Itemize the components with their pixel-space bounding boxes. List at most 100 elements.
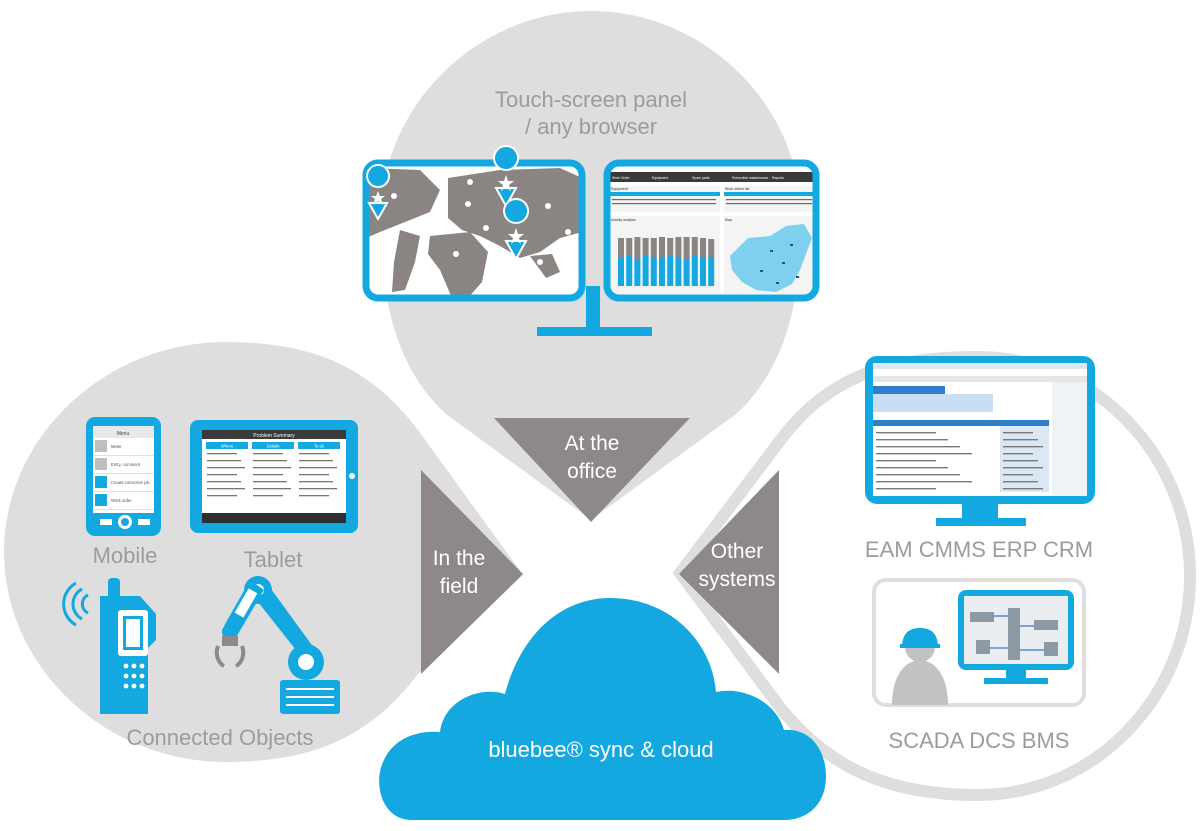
eam-text-line xyxy=(1003,488,1043,490)
office-title-line1: Touch-screen panel xyxy=(494,87,687,112)
eam-text-line xyxy=(876,460,936,462)
mini-bar xyxy=(642,255,649,286)
eam-text-line xyxy=(1003,432,1033,434)
tablet-text-line xyxy=(207,467,245,469)
china-map-icon xyxy=(730,224,812,292)
dashboard-tab: Work Order xyxy=(612,176,630,180)
eam-text-line xyxy=(876,446,960,448)
mini-bar xyxy=(659,258,665,286)
eam-text-line xyxy=(1003,460,1038,462)
eam-text-line xyxy=(1003,446,1043,448)
tablet-text-line xyxy=(299,460,333,462)
cloud-label: bluebee® sync & cloud xyxy=(488,737,714,762)
office-connector-line2: office xyxy=(567,460,617,483)
mini-bar xyxy=(691,256,698,286)
scada-label: SCADA DCS BMS xyxy=(888,728,1070,753)
bar-chart-icon xyxy=(618,237,715,286)
mini-bar xyxy=(626,238,633,256)
tablet-text-line xyxy=(299,481,333,483)
menu-divider xyxy=(93,455,154,456)
tablet-text-line xyxy=(207,453,237,455)
eam-label: EAM CMMS ERP CRM xyxy=(864,537,1094,562)
tablet-text-line xyxy=(299,467,337,469)
tablet-column-header xyxy=(252,442,294,449)
tablet-text-line xyxy=(253,481,287,483)
robot-arm-icon xyxy=(214,576,340,714)
mini-bar xyxy=(618,258,624,286)
office-zone xyxy=(381,11,801,520)
eam-text-line xyxy=(876,488,936,490)
mini-bar xyxy=(650,257,657,286)
tablet-text-line xyxy=(253,467,291,469)
systems-connector-line1: Other xyxy=(710,540,764,563)
tablet-text-line xyxy=(207,488,245,490)
eam-monitor-icon xyxy=(865,356,1095,526)
mini-bar xyxy=(650,238,657,257)
tablet-column-label: To do xyxy=(314,444,325,449)
mobile-menu-title: Menu xyxy=(117,431,130,437)
mini-bar xyxy=(667,256,674,286)
location-pin-icon xyxy=(366,145,530,262)
office-connector-line1: At the xyxy=(564,432,620,455)
menu-item-icon xyxy=(95,494,107,506)
eam-text-line xyxy=(876,432,936,434)
panel-title-work-orders: Work orders list xyxy=(725,187,749,191)
field-connector xyxy=(421,470,523,674)
tablet-column-header xyxy=(298,442,340,449)
tablet-text-line xyxy=(207,481,241,483)
dashboard-tab: Reports xyxy=(772,176,784,180)
mobile-label: Mobile xyxy=(92,543,158,568)
mini-bar xyxy=(700,258,706,286)
systems-connector xyxy=(679,470,779,674)
handheld-device-icon xyxy=(100,578,156,714)
tablet-text-line xyxy=(253,460,287,462)
tablet-text-line xyxy=(299,453,329,455)
tablet-column-header xyxy=(206,442,248,449)
office-connector xyxy=(494,418,690,522)
menu-item-icon xyxy=(95,440,107,452)
tablet-text-line xyxy=(207,474,237,476)
eam-text-line xyxy=(876,467,948,469)
field-connector-line1: In the xyxy=(432,547,486,570)
connected-objects-label: Connected Objects xyxy=(126,725,314,750)
mini-bar xyxy=(667,238,674,256)
eam-text-line xyxy=(1003,467,1043,469)
tablet-text-line xyxy=(299,474,329,476)
systems-connector-label: Other systems xyxy=(690,538,784,594)
tablet-text-line xyxy=(299,495,329,497)
menu-item-label: Create corrective job xyxy=(111,480,150,485)
mini-bar xyxy=(675,257,682,286)
tablet-text-line xyxy=(253,495,283,497)
mini-bar xyxy=(708,239,715,257)
mini-bar xyxy=(618,238,624,258)
tablet-text-line xyxy=(253,488,291,490)
mini-bar xyxy=(700,238,706,258)
mini-bar xyxy=(683,259,690,286)
monitor-icon xyxy=(537,286,652,336)
mini-bar xyxy=(634,237,641,259)
office-title: Touch-screen panel / any browser xyxy=(440,86,742,140)
mini-bar xyxy=(634,259,641,286)
menu-item-icon xyxy=(95,458,107,470)
tablet-column-label: Details xyxy=(267,444,280,449)
eam-text-line xyxy=(1003,439,1038,441)
mini-bar xyxy=(659,237,665,258)
dashboard-tab: Equipment xyxy=(652,176,668,180)
tablet-title: Problem Summary xyxy=(253,433,295,439)
office-title-line2: / any browser xyxy=(524,114,658,139)
wireless-signal-icon xyxy=(62,581,89,627)
operator-icon xyxy=(892,628,948,705)
panel-title-equipment: Equipment xyxy=(611,187,628,191)
world-map-icon xyxy=(362,145,586,302)
menu-item-icon xyxy=(95,476,107,488)
dashboard-tab: Preventive maintenance xyxy=(732,176,768,180)
office-connector-label: At the office xyxy=(542,430,642,486)
tablet-text-line xyxy=(253,474,283,476)
dashboard-tab: Spare parts xyxy=(692,176,710,180)
mini-bar xyxy=(626,256,633,286)
field-connector-label: In the field xyxy=(414,545,504,601)
